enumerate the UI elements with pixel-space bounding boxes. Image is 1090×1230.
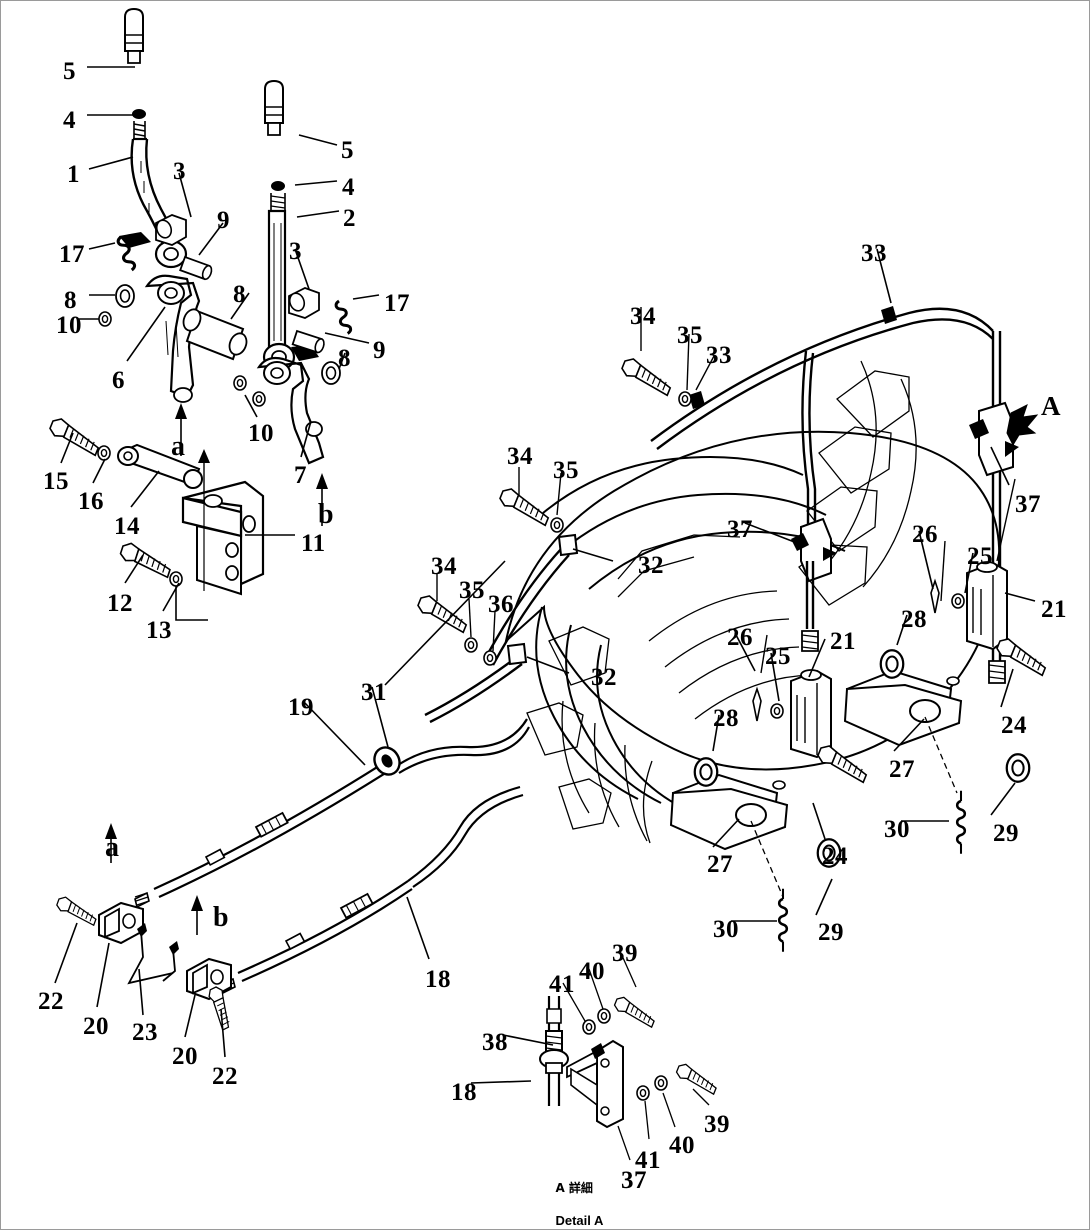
- callout-26: 26: [912, 521, 938, 548]
- callout-35c: 35: [459, 577, 485, 604]
- callout-22b: 22: [212, 1063, 238, 1090]
- reference-mark-a-upper: a: [171, 431, 186, 462]
- reference-mark-b-lower: b: [213, 902, 230, 933]
- callout-34b: 34: [507, 443, 533, 470]
- callout-16: 16: [78, 488, 104, 515]
- detail-a-caption-english: Detail A: [555, 1212, 604, 1228]
- callout-21: 21: [1041, 596, 1067, 623]
- callout-22: 22: [38, 988, 64, 1015]
- callout-24b: 24: [822, 843, 848, 870]
- callout-41b: 41: [635, 1147, 661, 1174]
- callout-37: 37: [727, 516, 753, 543]
- callout-19: 19: [288, 694, 314, 721]
- callout-27b: 27: [707, 851, 733, 878]
- callout-10: 10: [56, 312, 82, 339]
- callout-36: 36: [488, 591, 514, 618]
- callout-39b: 39: [704, 1111, 730, 1138]
- callout-29b: 29: [818, 919, 844, 946]
- detail-a-caption: A 詳細 Detail A: [541, 1164, 604, 1229]
- callout-37b: 37: [1015, 491, 1041, 518]
- callout-18: 18: [425, 966, 451, 993]
- callout-6: 6: [112, 367, 125, 394]
- callout-3: 3: [173, 158, 186, 185]
- callout-8b: 8: [233, 281, 246, 308]
- reference-mark-a-lower: a: [105, 832, 120, 863]
- reference-mark-b-upper: b: [318, 499, 335, 530]
- callout-31: 31: [361, 679, 387, 706]
- callout-8c: 8: [338, 345, 351, 372]
- callout-9: 9: [217, 207, 230, 234]
- callout-30b: 30: [713, 916, 739, 943]
- callout-33: 33: [861, 240, 887, 267]
- callout-40: 40: [579, 958, 605, 985]
- callout-18b: 18: [451, 1079, 477, 1106]
- callout-38: 38: [482, 1029, 508, 1056]
- callout-7: 7: [294, 462, 307, 489]
- callout-24: 24: [1001, 712, 1027, 739]
- callout-32: 32: [638, 552, 664, 579]
- callout-27: 27: [889, 756, 915, 783]
- callout-11: 11: [301, 530, 326, 557]
- section-marker-a: A: [1041, 391, 1061, 421]
- callout-39: 39: [612, 940, 638, 967]
- callout-28b: 28: [713, 705, 739, 732]
- callout-33b: 33: [706, 342, 732, 369]
- callout-35b: 35: [553, 457, 579, 484]
- callout-17: 17: [59, 241, 85, 268]
- callout-5b: 5: [341, 137, 354, 164]
- callout-1: 1: [67, 161, 80, 188]
- callout-25: 25: [967, 543, 993, 570]
- callout-30: 30: [884, 816, 910, 843]
- callout-2: 2: [343, 205, 356, 232]
- callout-20: 20: [83, 1013, 109, 1040]
- callout-25b: 25: [765, 643, 791, 670]
- callout-14: 14: [114, 513, 140, 540]
- callout-9b: 9: [373, 337, 386, 364]
- callout-37c: 37: [621, 1167, 647, 1194]
- callout-26b: 26: [727, 624, 753, 651]
- callout-21b: 21: [830, 628, 856, 655]
- callout-29: 29: [993, 820, 1019, 847]
- callout-20b: 20: [172, 1043, 198, 1070]
- callout-40b: 40: [669, 1132, 695, 1159]
- callout-10b: 10: [248, 420, 274, 447]
- callout-41: 41: [549, 971, 575, 998]
- callout-23: 23: [132, 1019, 158, 1046]
- callout-3b: 3: [289, 238, 302, 265]
- callout-5: 5: [63, 58, 76, 85]
- callout-34: 34: [630, 303, 656, 330]
- callout-8: 8: [64, 287, 77, 314]
- callout-4: 4: [63, 107, 76, 134]
- callout-15: 15: [43, 468, 69, 495]
- detail-a-caption-japanese: A 詳細: [555, 1181, 593, 1196]
- callout-13: 13: [146, 617, 172, 644]
- callout-34c: 34: [431, 553, 457, 580]
- callout-28: 28: [901, 606, 927, 633]
- callout-4b: 4: [342, 174, 355, 201]
- callout-17b: 17: [384, 290, 410, 317]
- callout-35: 35: [677, 322, 703, 349]
- callout-32b: 32: [591, 664, 617, 691]
- callout-12: 12: [107, 590, 133, 617]
